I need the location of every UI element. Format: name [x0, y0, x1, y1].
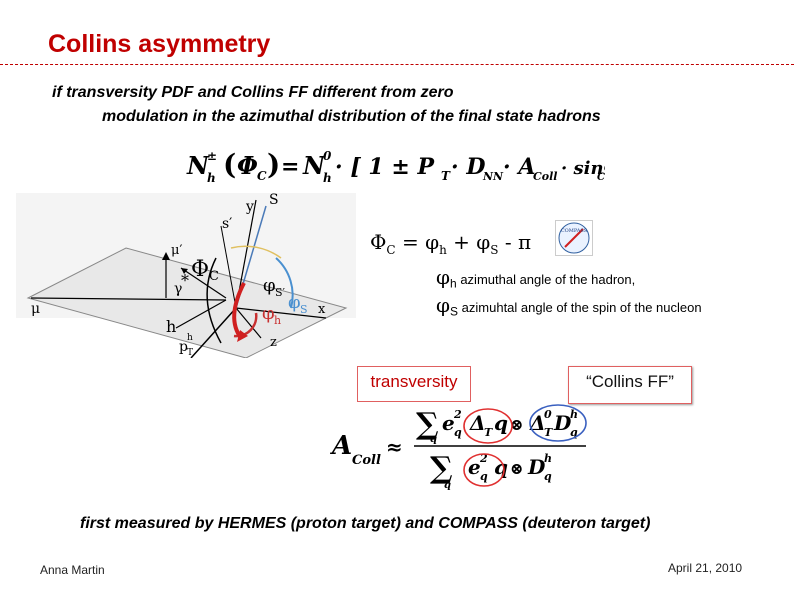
- den-d-sub: q: [544, 470, 552, 483]
- phi-c-symbol: Φ: [370, 230, 387, 254]
- slide-title: Collins asymmetry: [48, 30, 271, 58]
- diagram-label-phi-h: φ: [262, 303, 275, 324]
- svg-text:(: (: [223, 148, 236, 181]
- compass-logo: COMPASS: [555, 220, 593, 256]
- phi-s-symbol: φ: [436, 293, 451, 317]
- diagram-label-phi-s-prime-sub: S′: [275, 286, 286, 299]
- formula-dot1: · D: [451, 154, 485, 180]
- acoll-a-sub: Coll: [352, 453, 381, 468]
- diagram-label-pt: p: [179, 339, 188, 355]
- diagram-label-h: h: [166, 317, 176, 336]
- phi-c-sub: C: [386, 243, 396, 257]
- diagram-label-x: x: [318, 302, 326, 317]
- formula-n0-sup: 0: [323, 149, 332, 163]
- formula-n-sup: ±: [207, 149, 217, 163]
- modulation-formula: N ± h ( Φ C ) = N 0 h · [ 1 ± P T · D NN…: [186, 148, 605, 185]
- num-e-sub: q: [454, 426, 462, 439]
- bottom-note: first measured by HERMES (proton target)…: [80, 515, 651, 532]
- footer-date: April 21, 2010: [668, 561, 743, 575]
- den-d-sup: h: [544, 452, 552, 465]
- diagram-label-phi-c: Φ: [191, 257, 209, 282]
- transversity-box: transversity: [357, 366, 471, 402]
- diagram-label-pt-sub: T: [187, 348, 193, 358]
- den-sum: ∑: [430, 451, 453, 486]
- diagram-label-star: *: [181, 271, 189, 290]
- phi-relation: ΦC = φh + φS - π: [370, 230, 531, 257]
- formula-body: · [ 1 ± P: [335, 154, 435, 180]
- formula-phi: Φ: [237, 151, 258, 180]
- formula-n0-sub: h: [323, 171, 332, 185]
- num-otimes: ⊗: [510, 415, 523, 434]
- num-d: D: [553, 411, 572, 435]
- num-delta2-sub: T: [544, 426, 553, 439]
- num-delta: Δ: [469, 411, 486, 435]
- phi-s-symbol-sub: S: [450, 304, 459, 319]
- den-e-sup: 2: [479, 452, 488, 465]
- formula-acoll-sub: Coll: [533, 170, 557, 183]
- num-d-sup: h: [570, 408, 578, 421]
- phi-s-sub: S: [490, 243, 499, 257]
- phi-h-description: azimuthal angle of the hadron,: [460, 272, 636, 287]
- formula-pt-sub: T: [441, 169, 451, 183]
- acoll-approx: ≈: [386, 435, 403, 459]
- svg-text:): ): [267, 148, 280, 181]
- formula-dnn-sub: NN: [482, 170, 504, 183]
- acoll-a: A: [330, 431, 352, 461]
- intro-line-1: if transversity PDF and Collins FF diffe…: [52, 84, 454, 101]
- phi-s-description: azimuhtal angle of the spin of the nucle…: [461, 300, 702, 315]
- formula-n-sub: h: [207, 171, 216, 185]
- diagram-label-mu: μ: [31, 301, 40, 317]
- den-q: q: [494, 455, 508, 479]
- intro-line-2: modulation in the azimuthal distribution…: [102, 108, 601, 125]
- phi-h-symbol-sub: h: [450, 276, 457, 291]
- definition-phi-h: φh azimuthal angle of the hadron,: [436, 265, 635, 291]
- acoll-formula: A Coll ≈ ∑ q e 2 q Δ T q ⊗ Δ 0 T D h q ∑…: [330, 404, 587, 491]
- phi-eq-plus: + φ: [453, 230, 491, 254]
- den-e-sub: q: [480, 470, 488, 483]
- formula-sin-sub: C: [597, 172, 605, 183]
- den-sum-sub: q: [444, 480, 451, 491]
- diagram-label-phi-s: φ: [288, 292, 301, 313]
- formula-phi-sub: C: [257, 169, 267, 183]
- diagram-label-mu-prime: μ′: [171, 243, 182, 258]
- num-delta-sub: T: [484, 426, 493, 439]
- num-delta2-sup: 0: [544, 408, 552, 421]
- kinematics-diagram: y S s′ μ′ μ γ * Φ C φ S′ φ h φ S h p h T…: [16, 192, 356, 358]
- diagram-label-phi-c-sub: C: [209, 269, 219, 284]
- formula-n: N: [186, 151, 210, 180]
- diagram-label-phi-s-prime: φ: [263, 275, 276, 296]
- formula-equals: =: [281, 154, 299, 180]
- num-e: e: [442, 411, 455, 435]
- num-q: q: [494, 411, 508, 435]
- diagram-label-phi-s-sub: S: [300, 303, 308, 316]
- diagram-label-s: S: [269, 192, 279, 208]
- formula-dot2: · A: [503, 154, 535, 180]
- footer-author: Anna Martin: [40, 563, 105, 577]
- title-underline: [0, 64, 794, 65]
- den-otimes: ⊗: [510, 459, 523, 478]
- diagram-label-z: z: [270, 335, 277, 350]
- phi-eq-rhs: = φ: [401, 230, 440, 254]
- num-d-sub: q: [570, 426, 578, 439]
- formula-n0: N: [302, 151, 326, 180]
- compass-logo-text: COMPASS: [561, 228, 588, 234]
- phi-h-symbol: φ: [436, 265, 451, 289]
- num-sum: ∑: [416, 407, 439, 442]
- diagram-label-gamma: γ: [174, 281, 182, 297]
- phi-eq-tail: - π: [504, 230, 532, 254]
- diagram-label-phi-h-sub: h: [274, 314, 281, 327]
- definition-phi-s: φS azimuhtal angle of the spin of the nu…: [436, 293, 702, 319]
- num-delta2: Δ: [529, 411, 546, 435]
- diagram-label-pt-sup: h: [187, 333, 193, 343]
- phi-h-sub: h: [439, 243, 447, 257]
- diagram-label-s-prime: s′: [222, 216, 232, 232]
- num-sum-sub: q: [430, 434, 437, 445]
- den-d: D: [527, 455, 546, 479]
- den-e: e: [468, 455, 481, 479]
- num-e-sup: 2: [453, 408, 462, 421]
- collins-ff-box: “Collins FF”: [568, 366, 692, 404]
- diagram-label-y: y: [245, 199, 254, 215]
- formula-dot3: · sinΦ: [561, 158, 605, 179]
